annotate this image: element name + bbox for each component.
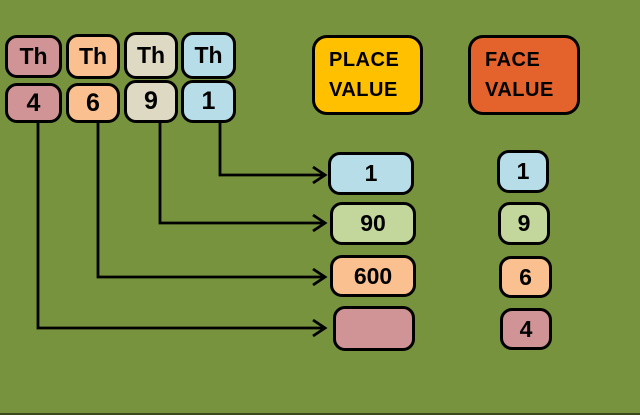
face-value-box: 4 <box>500 308 552 350</box>
arrow-digit-9-to-place-value <box>158 123 324 225</box>
place-value-box: 90 <box>330 202 416 245</box>
arrowhead-icon <box>312 267 328 287</box>
arrow-digit-1-to-place-value <box>218 123 324 177</box>
digit-cell: 1 <box>181 80 236 123</box>
face-value-box: 6 <box>499 256 552 298</box>
digit-cell: 9 <box>124 80 178 123</box>
arrowhead-icon <box>312 318 328 338</box>
digit-header-cell: Th <box>5 35 62 78</box>
arrowhead-icon <box>312 165 328 185</box>
arrow-digit-4-to-place-value <box>36 123 324 330</box>
digit-cell: 6 <box>66 83 120 123</box>
arrowhead-icon <box>312 213 328 233</box>
digit-cell: 4 <box>5 83 62 123</box>
place-value-box: 600 <box>330 255 416 297</box>
face-value-box: 9 <box>498 202 550 245</box>
place-value-box-empty <box>333 306 415 351</box>
bottom-edge-line <box>0 413 640 415</box>
place-value-title: PLACE VALUE <box>312 35 423 115</box>
place-value-box: 1 <box>328 152 414 195</box>
face-value-box: 1 <box>497 150 549 193</box>
digit-header-cell: Th <box>181 32 236 79</box>
face-value-title: FACE VALUE <box>468 35 580 115</box>
arrow-digit-6-to-place-value <box>96 123 324 279</box>
digit-header-cell: Th <box>66 34 120 79</box>
digit-header-cell: Th <box>124 32 178 79</box>
